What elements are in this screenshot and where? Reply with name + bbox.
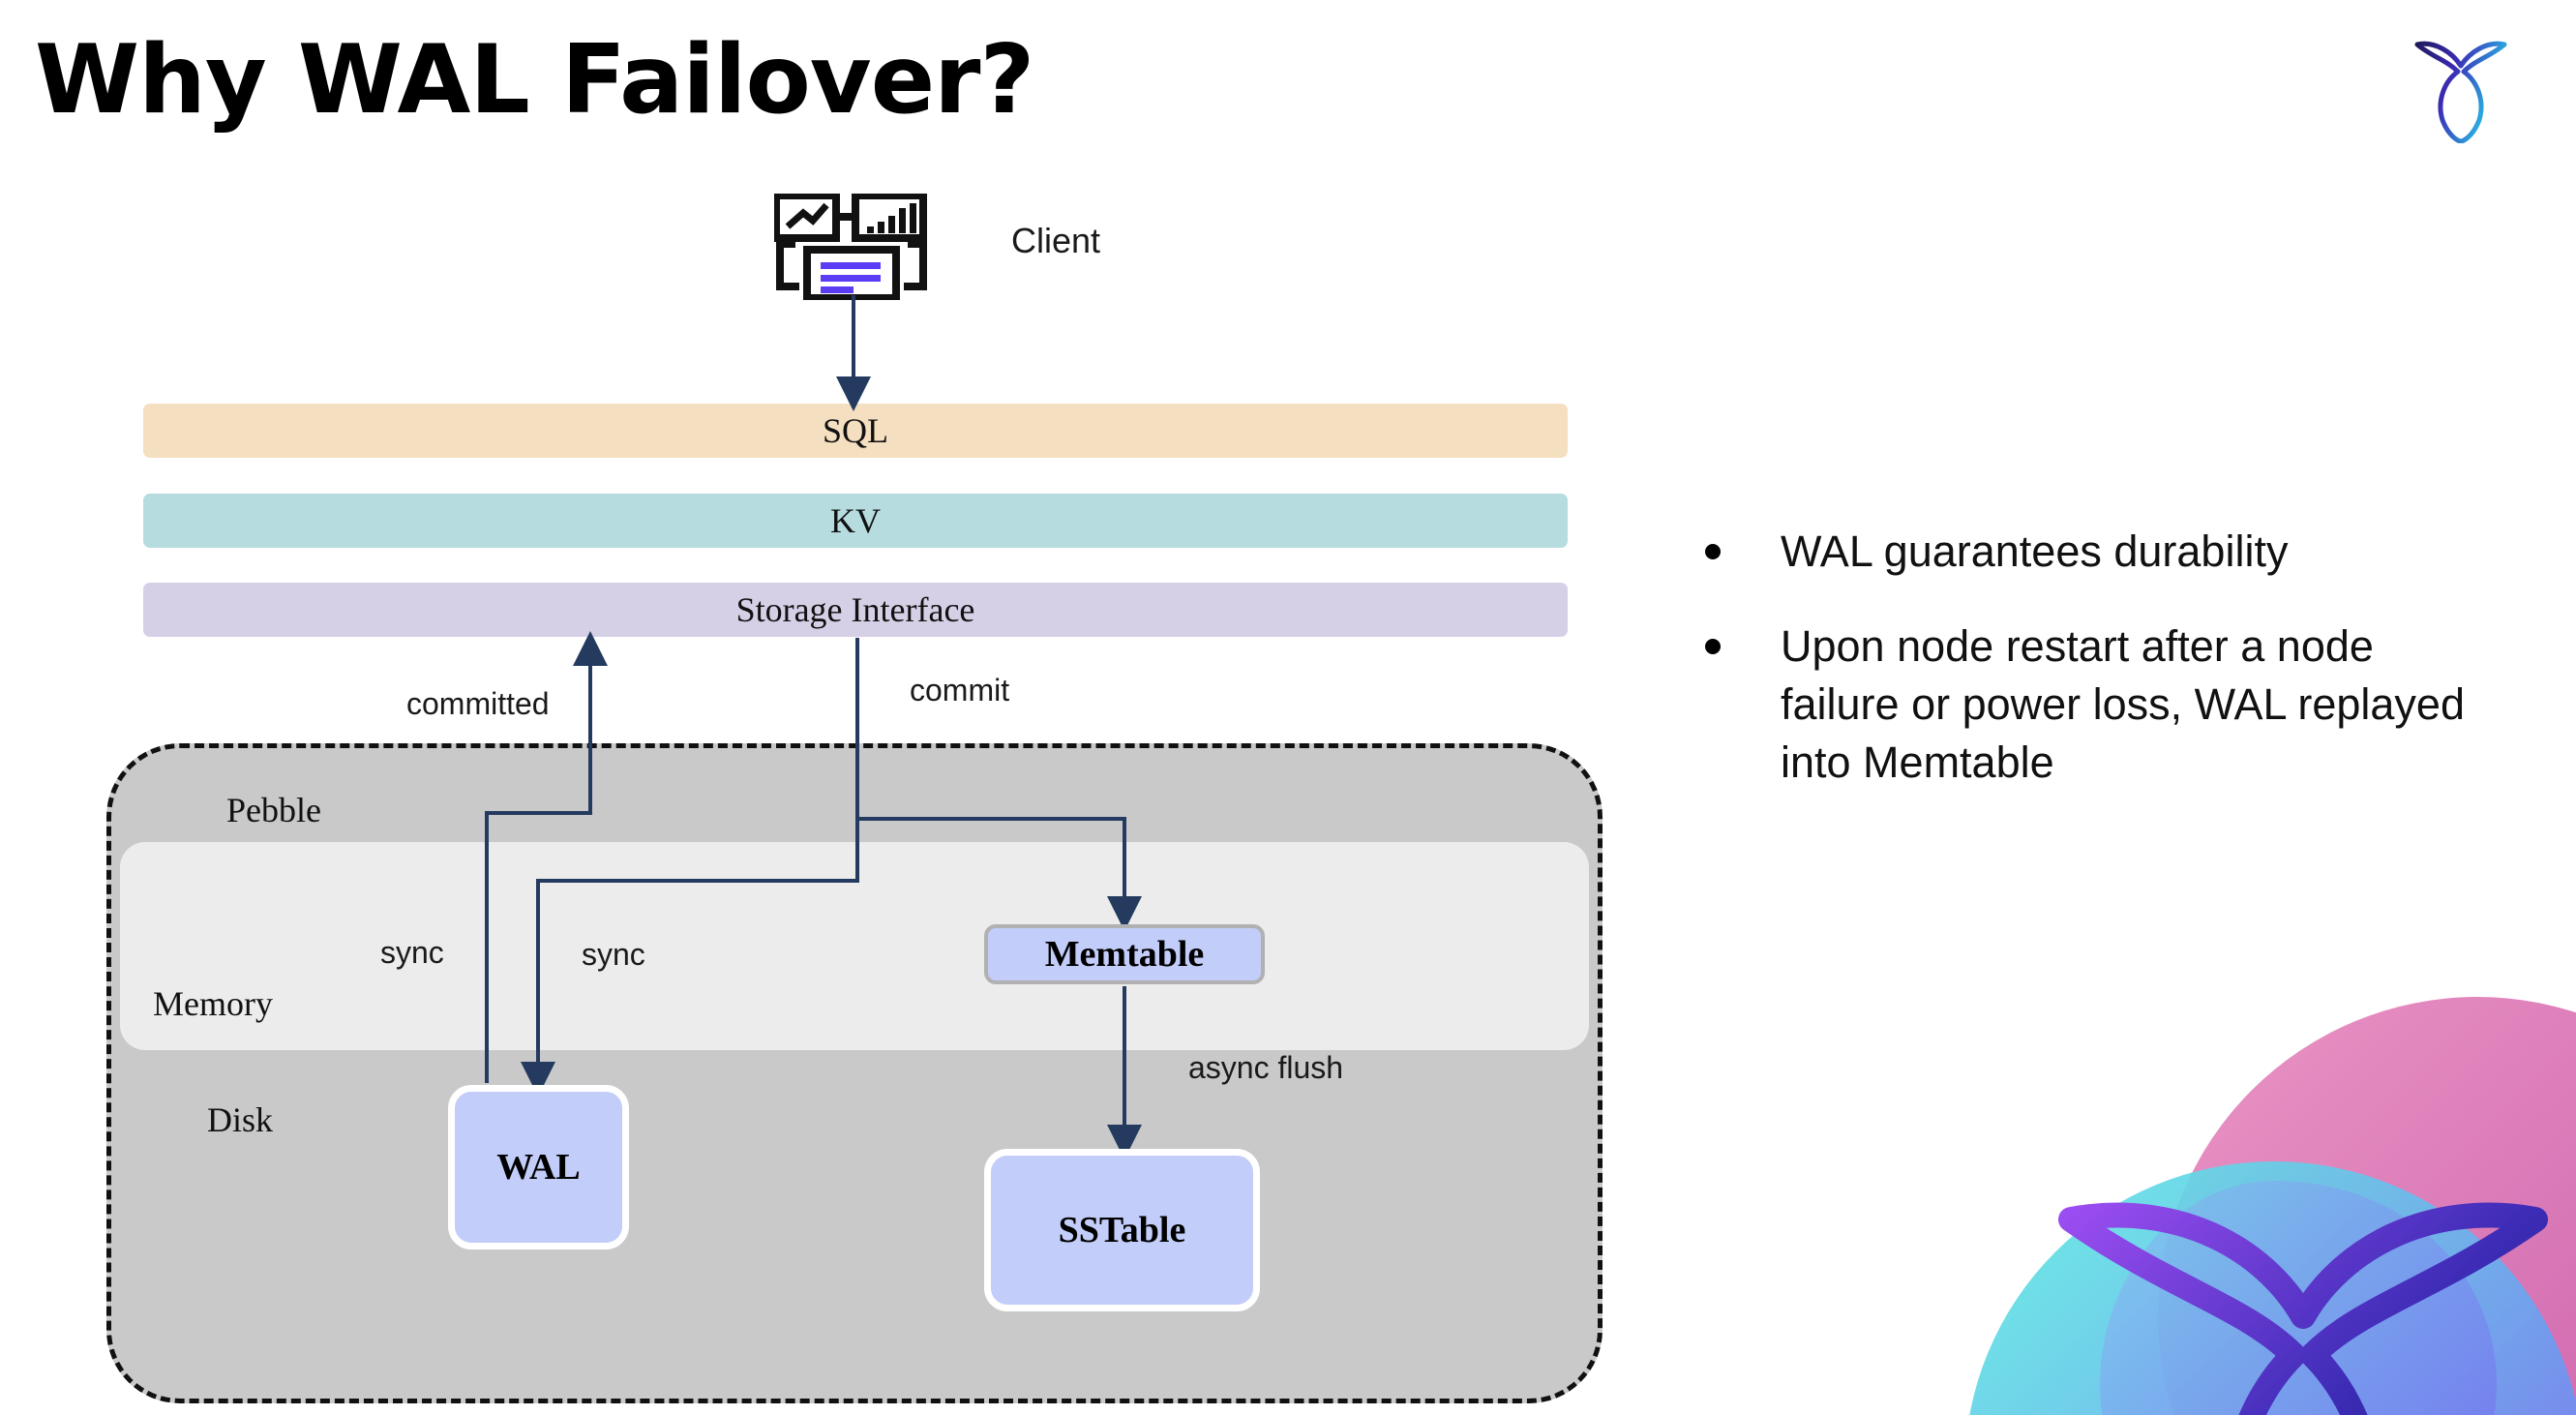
edge-label-async-flush: async flush bbox=[1188, 1050, 1344, 1085]
page-title: Why WAL Failover? bbox=[35, 25, 1034, 135]
layer-bar-sql: SQL bbox=[143, 404, 1568, 458]
layer-bar-storage-interface-label: Storage Interface bbox=[735, 590, 975, 629]
edge-label-committed: committed bbox=[406, 686, 550, 721]
bullet-text: Upon node restart after a node failure o… bbox=[1781, 620, 2465, 787]
node-wal[interactable]: WAL bbox=[448, 1085, 629, 1249]
node-sstable-label: SSTable bbox=[1058, 1210, 1186, 1250]
layer-bar-kv-label: KV bbox=[830, 501, 881, 540]
memory-label: Memory bbox=[153, 984, 273, 1023]
bullet-list: WAL guarantees durability Upon node rest… bbox=[1705, 523, 2499, 828]
layer-bar-sql-label: SQL bbox=[822, 411, 888, 450]
list-item: Upon node restart after a node failure o… bbox=[1705, 617, 2499, 792]
node-wal-label: WAL bbox=[496, 1147, 581, 1188]
node-sstable[interactable]: SSTable bbox=[984, 1149, 1260, 1311]
client-label: Client bbox=[1011, 221, 1101, 260]
bullet-dot-icon bbox=[1705, 638, 1721, 654]
node-memtable-label: Memtable bbox=[1044, 934, 1205, 975]
edge-label-commit: commit bbox=[910, 673, 1010, 708]
cockroachdb-logo bbox=[2408, 27, 2514, 144]
pebble-label: Pebble bbox=[226, 791, 321, 829]
edge-label-sync-storage-path: sync bbox=[582, 937, 645, 972]
node-memtable[interactable]: Memtable bbox=[984, 924, 1265, 984]
client-dashboard-icon bbox=[772, 192, 929, 302]
memory-region bbox=[120, 842, 1589, 1050]
edge-label-sync-committed-path: sync bbox=[380, 935, 444, 970]
layer-bar-storage-interface: Storage Interface bbox=[143, 583, 1568, 637]
bullet-dot-icon bbox=[1705, 544, 1721, 559]
disk-label: Disk bbox=[207, 1100, 274, 1139]
layer-bar-kv: KV bbox=[143, 494, 1568, 548]
cockroachdb-corner-art bbox=[1955, 929, 2576, 1415]
bullet-text: WAL guarantees durability bbox=[1781, 527, 2289, 576]
list-item: WAL guarantees durability bbox=[1705, 523, 2499, 581]
